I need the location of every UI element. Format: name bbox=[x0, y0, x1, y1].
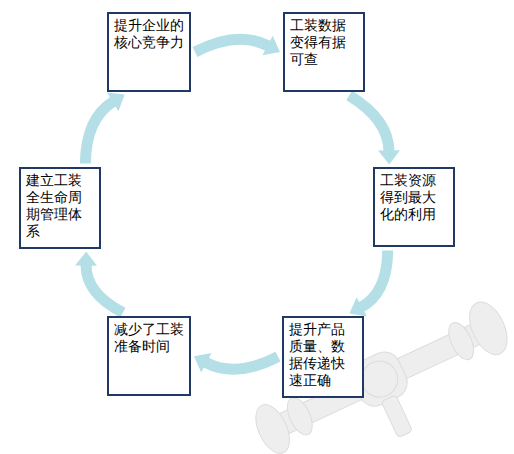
process-box: 工装数据变得有据可查 bbox=[283, 12, 365, 92]
cycle-arrow bbox=[85, 92, 124, 163]
cycle-arrow bbox=[349, 250, 387, 316]
arrow-body bbox=[205, 357, 278, 369]
arrow-body bbox=[349, 95, 389, 151]
cycle-arrow bbox=[194, 353, 278, 372]
cycle-arrow bbox=[349, 95, 400, 164]
arrow-body bbox=[85, 101, 113, 163]
cycle-arrow bbox=[195, 36, 280, 56]
axle-flange bbox=[444, 319, 479, 364]
box-label: 减少了工装准备时间 bbox=[114, 321, 184, 355]
process-box: 提升产品质量、数据传递快速正确 bbox=[282, 316, 364, 398]
axle-shaft bbox=[257, 314, 502, 444]
arrow-head bbox=[349, 297, 367, 316]
arrow-head bbox=[263, 36, 280, 56]
process-box: 建立工装全生命周期管理体系 bbox=[19, 167, 101, 249]
process-box: 提升企业的核心竞争力 bbox=[107, 12, 191, 92]
arrow-head bbox=[75, 252, 97, 266]
arrow-head bbox=[107, 92, 125, 111]
arrow-body bbox=[86, 265, 123, 313]
arrow-body bbox=[361, 250, 388, 307]
box-label: 提升产品质量、数据传递快速正确 bbox=[289, 321, 357, 389]
arrow-body bbox=[195, 39, 268, 52]
axle-flange bbox=[282, 394, 317, 439]
axle-pinion bbox=[381, 395, 412, 438]
cycle-arrow bbox=[75, 252, 123, 313]
box-label: 建立工装全生命周期管理体系 bbox=[26, 172, 94, 240]
process-box: 减少了工装准备时间 bbox=[107, 316, 191, 396]
process-box: 工装资源得到最大化的利用 bbox=[373, 167, 455, 247]
box-label: 提升企业的核心竞争力 bbox=[114, 17, 184, 51]
arrow-head bbox=[194, 353, 212, 372]
arrow-head bbox=[378, 150, 400, 164]
box-label: 工装资源得到最大化的利用 bbox=[380, 172, 448, 223]
box-label: 工装数据变得有据可查 bbox=[290, 17, 358, 68]
